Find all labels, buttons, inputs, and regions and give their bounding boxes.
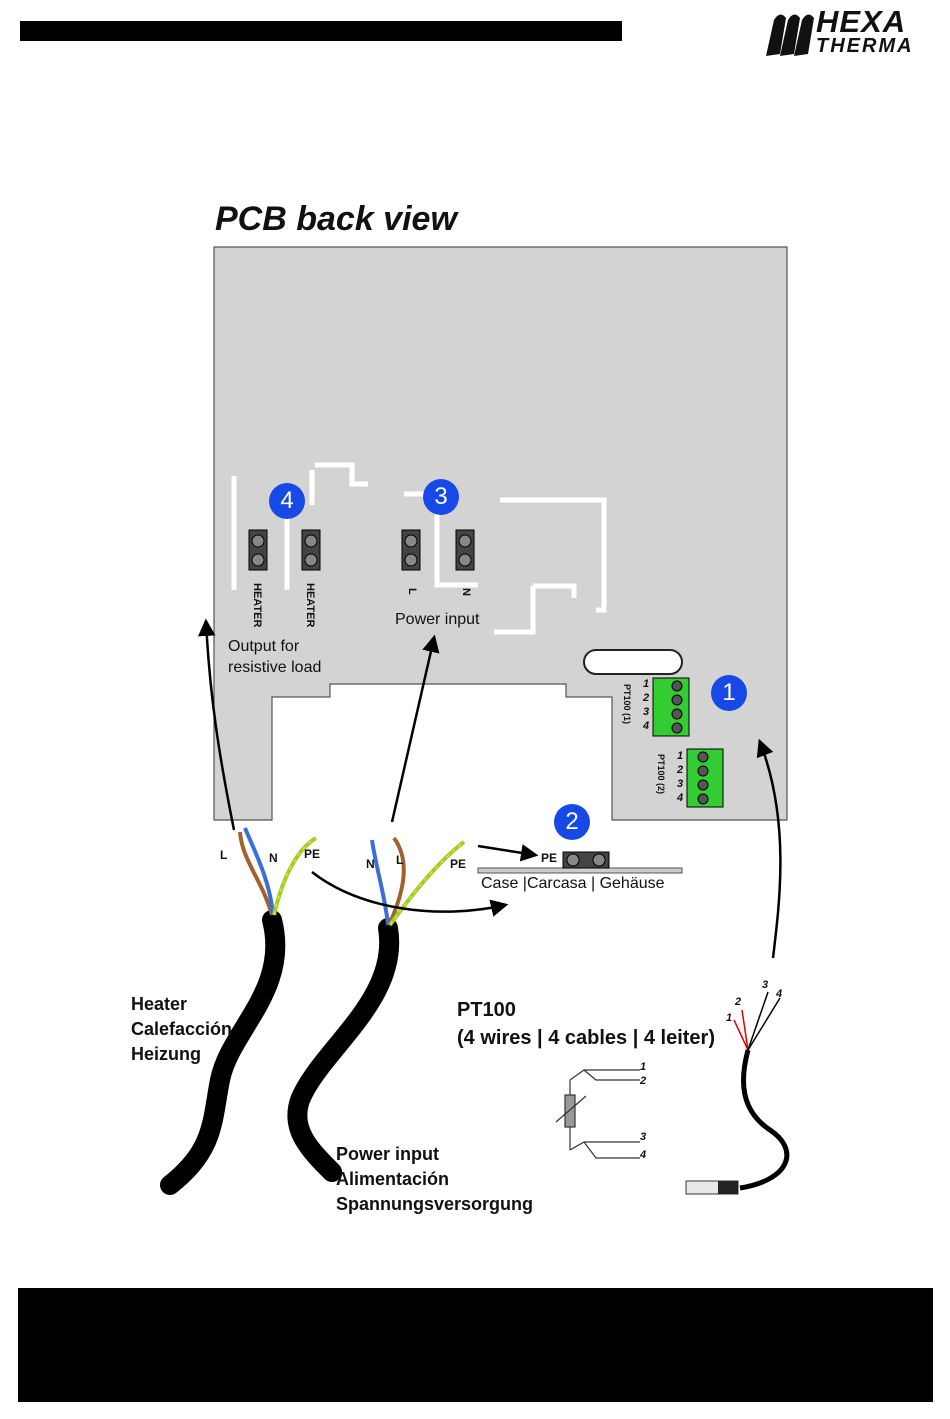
power-input-label: Power input <box>395 611 480 629</box>
power-caption-en: Power input <box>336 1142 439 1167</box>
schematic-pin: 1 <box>640 1061 646 1073</box>
output-label-line2: resistive load <box>228 659 321 677</box>
pin-number: 1 <box>643 678 649 690</box>
pin-number: 1 <box>677 750 683 762</box>
heater-wire-n: N <box>269 851 278 865</box>
probe-wire-number: 4 <box>776 988 782 1000</box>
pin-number: 3 <box>677 778 683 790</box>
case-label: Case |Carcasa | Gehäuse <box>481 875 665 893</box>
schematic-pin: 3 <box>640 1131 646 1143</box>
pin-number: 2 <box>677 764 683 776</box>
output-label-line1: Output for <box>228 638 299 656</box>
heater-caption-de: Heizung <box>131 1042 201 1067</box>
pcb-board <box>214 247 787 820</box>
schematic-pin: 4 <box>640 1149 646 1161</box>
probe-wire-number: 3 <box>762 979 768 991</box>
probe-wire-number: 1 <box>726 1012 732 1024</box>
heater-wire-l: L <box>220 848 227 862</box>
mounting-slot <box>584 650 682 674</box>
power-wire-n: N <box>366 857 375 871</box>
pt100-connector-1 <box>653 678 689 736</box>
pt100-2-label: PT100 (2) <box>656 754 666 794</box>
power-terminal-l-label: L <box>406 588 418 595</box>
pt100-1-label: PT100 (1) <box>622 684 632 724</box>
pt100-title: PT100 <box>457 998 516 1023</box>
badge-3: 3 <box>423 479 459 515</box>
pt100-connector-2 <box>687 749 723 807</box>
power-caption-de: Spannungsversorgung <box>336 1192 533 1217</box>
heater-terminal-label: HEATER <box>304 583 316 627</box>
heater-caption-en: Heater <box>131 992 187 1017</box>
case-pe-label: PE <box>541 851 557 865</box>
probe-wire-number: 2 <box>735 996 741 1008</box>
heater-terminal-label: HEATER <box>251 583 263 627</box>
heater-wire-pe: PE <box>304 847 320 861</box>
pt100-subtitle: (4 wires | 4 cables | 4 leiter) <box>457 1026 715 1051</box>
badge-2: 2 <box>554 804 590 840</box>
pin-number: 4 <box>643 720 649 732</box>
heater-caption-es: Calefacción <box>131 1017 232 1042</box>
power-wire-l: L <box>396 853 403 867</box>
pt100-schematic <box>556 1070 640 1158</box>
badge-4: 4 <box>269 483 305 519</box>
power-caption-es: Alimentación <box>336 1167 449 1192</box>
schematic-pin: 2 <box>640 1075 646 1087</box>
badge-1: 1 <box>711 675 747 711</box>
pin-number: 2 <box>643 692 649 704</box>
pin-number: 4 <box>677 792 683 804</box>
case-pe-terminal <box>478 852 682 873</box>
power-wire-pe: PE <box>450 857 466 871</box>
power-terminal-n-label: N <box>460 588 472 596</box>
pin-number: 3 <box>643 706 649 718</box>
power-cable <box>297 638 535 1172</box>
